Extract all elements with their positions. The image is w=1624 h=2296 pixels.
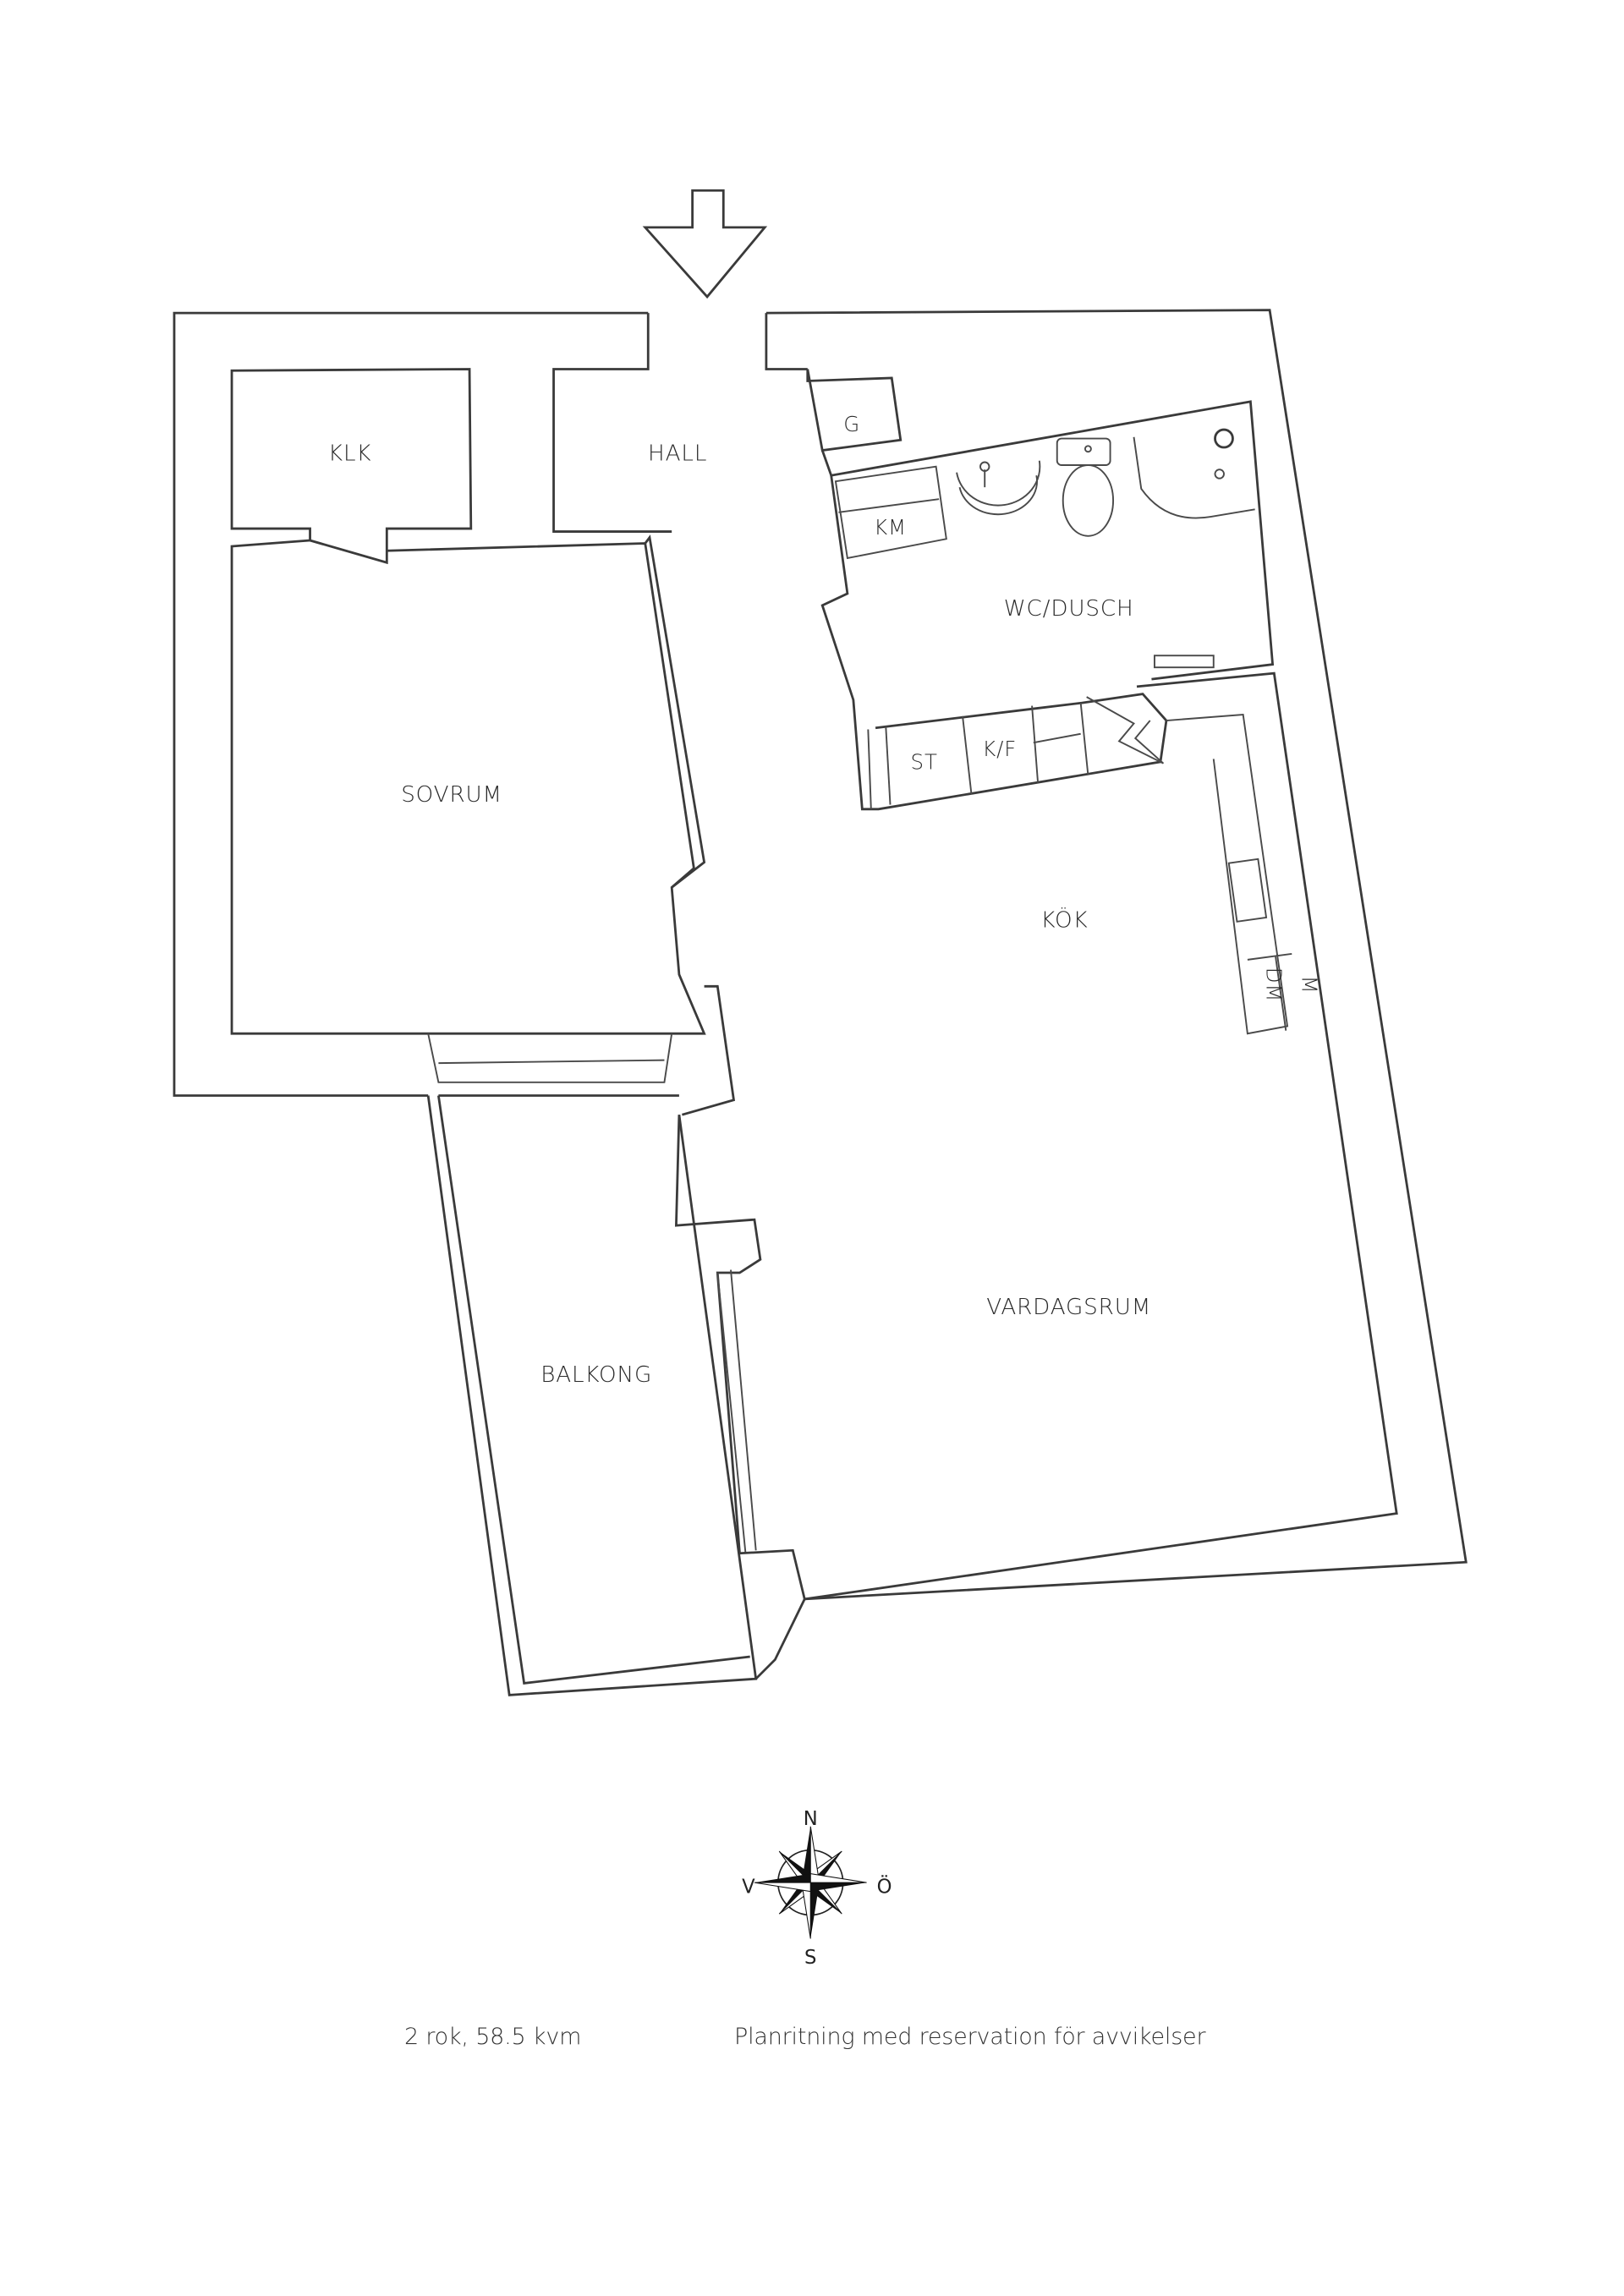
room-label-hall: HALL [648,441,707,467]
balcony-outline [426,1095,806,1696]
disclaimer-text: Planritning med reservation för avvikels… [734,2024,1206,2050]
compass-south-label: S [804,1947,816,1969]
room-label-balkong: BALKONG [540,1362,652,1388]
room-label-kf: K/F [982,737,1017,761]
compass-west-label: V [742,1876,755,1898]
entrance-arrow-icon [642,189,768,299]
compass-east-label: Ö [877,1874,892,1898]
bathroom-block [806,369,1292,1035]
apartment-summary: 2 rok, 58.5 kvm [404,2024,582,2050]
room-label-vardagsrum: VARDAGSRUM [986,1295,1151,1320]
outer-walls [173,309,1468,1601]
room-label-kok: KÖK [1040,906,1088,933]
kitchen-living-walls [804,671,1398,1601]
compass-north-label: N [804,1808,818,1830]
room-label-sovrum: SOVRUM [401,782,502,808]
room-label-g: G [843,412,860,436]
room-label-km: KM [874,515,907,540]
room-label-m: M [1297,976,1321,995]
room-label-st: ST [911,750,938,775]
room-label-klk: KLK [328,441,372,467]
compass-rose-icon [754,1826,867,1939]
room-label-wc-dusch: WC/DUSCH [1004,596,1134,622]
room-label-dm: DM [1262,967,1287,1003]
